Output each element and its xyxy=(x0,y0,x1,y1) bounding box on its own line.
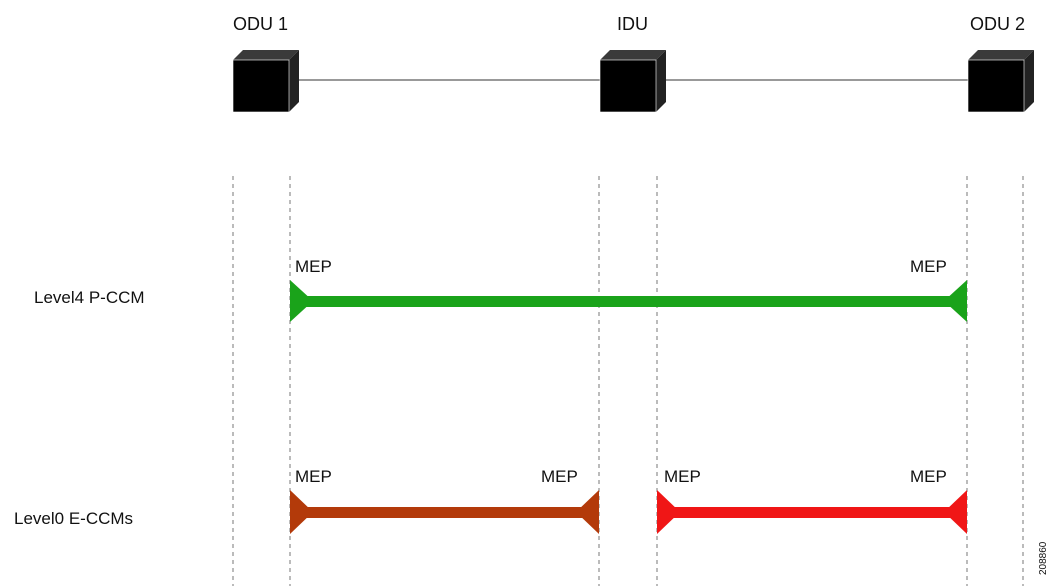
device-odu1: ODU 1 xyxy=(232,14,299,113)
mep-label: MEP xyxy=(295,257,332,276)
cube-top xyxy=(600,50,666,60)
cube-front xyxy=(967,59,1025,113)
e-ccm-arrow-1 xyxy=(290,490,599,534)
row-label-p-ccm: Level4 P-CCM xyxy=(34,288,145,307)
e-ccm-bar xyxy=(305,507,585,518)
e-ccm-left-head xyxy=(657,490,680,534)
cube-front xyxy=(232,59,290,113)
e-ccm-left-head xyxy=(290,490,313,534)
p-ccm-bar xyxy=(305,296,953,307)
mep-label: MEP xyxy=(295,467,332,486)
e-ccm-arrow-2 xyxy=(657,490,967,534)
p-ccm-left-head xyxy=(290,280,313,322)
cube-side xyxy=(289,50,299,112)
cube-top xyxy=(233,50,299,60)
row-label-e-ccms: Level0 E-CCMs xyxy=(14,509,133,528)
guide-lines xyxy=(232,176,1024,586)
e-ccm-bar xyxy=(672,507,953,518)
mep-label: MEP xyxy=(910,257,947,276)
mep-label: MEP xyxy=(664,467,701,486)
device-label: IDU xyxy=(617,14,648,34)
device-label: ODU 2 xyxy=(970,14,1025,34)
device-label: ODU 1 xyxy=(233,14,288,34)
device-idu: IDU xyxy=(599,14,666,113)
cube-top xyxy=(968,50,1034,60)
device-odu2: ODU 2 xyxy=(967,14,1034,113)
e-ccm-right-head xyxy=(944,490,967,534)
p-ccm-right-head xyxy=(944,280,967,322)
mep-label: MEP xyxy=(910,467,947,486)
figure-id: 208860 xyxy=(1038,541,1049,575)
cube-side xyxy=(1024,50,1034,112)
p-ccm-arrow xyxy=(290,280,967,322)
cube-side xyxy=(656,50,666,112)
e-ccm-right-head xyxy=(576,490,599,534)
mep-label: MEP xyxy=(541,467,578,486)
cube-front xyxy=(599,59,657,113)
